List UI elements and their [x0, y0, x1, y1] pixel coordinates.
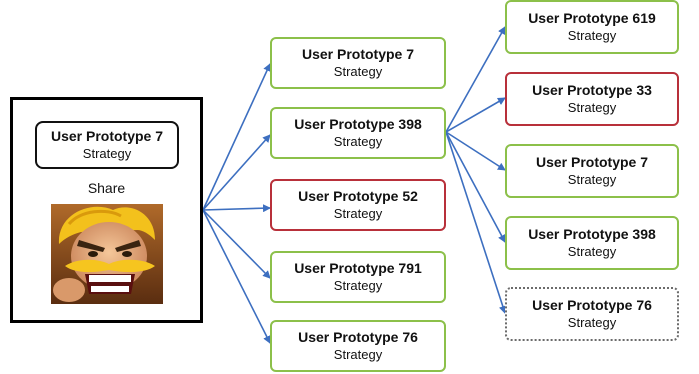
- level2-card-3-title: User Prototype 7: [535, 154, 649, 171]
- level1-card-4-subtitle: Strategy: [333, 277, 383, 293]
- level2-card-4-subtitle: Strategy: [567, 243, 617, 259]
- level1-card-2-title: User Prototype 398: [294, 116, 422, 133]
- edge-l1-2-to-l2-5: [445, 131, 507, 314]
- level2-card-5-subtitle: Strategy: [567, 314, 617, 330]
- edge-source-to-l1-3: [202, 204, 271, 213]
- level1-card-3[interactable]: User Prototype 52 Strategy: [270, 179, 446, 231]
- edge-source-to-l1-2: [202, 134, 271, 211]
- level2-card-2-subtitle: Strategy: [567, 99, 617, 115]
- level1-card-2-subtitle: Strategy: [333, 133, 383, 149]
- level1-card-1-title: User Prototype 7: [301, 46, 415, 63]
- level2-card-4[interactable]: User Prototype 398 Strategy: [505, 216, 679, 270]
- source-card-title: User Prototype 7: [50, 128, 164, 145]
- level1-card-5-title: User Prototype 76: [298, 329, 418, 346]
- level1-card-3-subtitle: Strategy: [333, 205, 383, 221]
- level1-card-1-subtitle: Strategy: [333, 63, 383, 79]
- edge-l1-2-to-l2-4: [445, 131, 506, 243]
- level2-card-1-title: User Prototype 619: [528, 10, 656, 27]
- edge-source-to-l1-4: [202, 209, 271, 279]
- edge-source-to-l1-1: [202, 63, 271, 211]
- edge-l1-2-to-l2-3: [445, 131, 506, 171]
- level1-card-5[interactable]: User Prototype 76 Strategy: [270, 320, 446, 372]
- level2-card-1-subtitle: Strategy: [567, 27, 617, 43]
- level2-card-1[interactable]: User Prototype 619 Strategy: [505, 0, 679, 54]
- level1-card-2[interactable]: User Prototype 398 Strategy: [270, 107, 446, 159]
- level2-card-5[interactable]: User Prototype 76 Strategy: [505, 287, 679, 341]
- level1-card-3-title: User Prototype 52: [298, 188, 418, 205]
- level2-card-2-title: User Prototype 33: [532, 82, 652, 99]
- level2-card-4-title: User Prototype 398: [528, 226, 656, 243]
- level1-card-4[interactable]: User Prototype 791 Strategy: [270, 251, 446, 303]
- source-card-subtitle: Strategy: [82, 145, 132, 161]
- edge-source-to-l1-5: [202, 209, 271, 344]
- edge-l1-2-to-l2-1: [445, 26, 506, 133]
- level1-card-4-title: User Prototype 791: [294, 260, 422, 277]
- source-card[interactable]: User Prototype 7 Strategy: [35, 121, 179, 169]
- level2-card-5-title: User Prototype 76: [532, 297, 652, 314]
- edge-l1-2-to-l2-2: [445, 97, 506, 133]
- clash-of-clans-barbarian-app-icon: [51, 204, 163, 304]
- level1-card-1[interactable]: User Prototype 7 Strategy: [270, 37, 446, 89]
- level1-card-5-subtitle: Strategy: [333, 346, 383, 362]
- share-label: Share: [87, 180, 126, 196]
- level2-card-3-subtitle: Strategy: [567, 171, 617, 187]
- level2-card-3[interactable]: User Prototype 7 Strategy: [505, 144, 679, 198]
- level2-card-2[interactable]: User Prototype 33 Strategy: [505, 72, 679, 126]
